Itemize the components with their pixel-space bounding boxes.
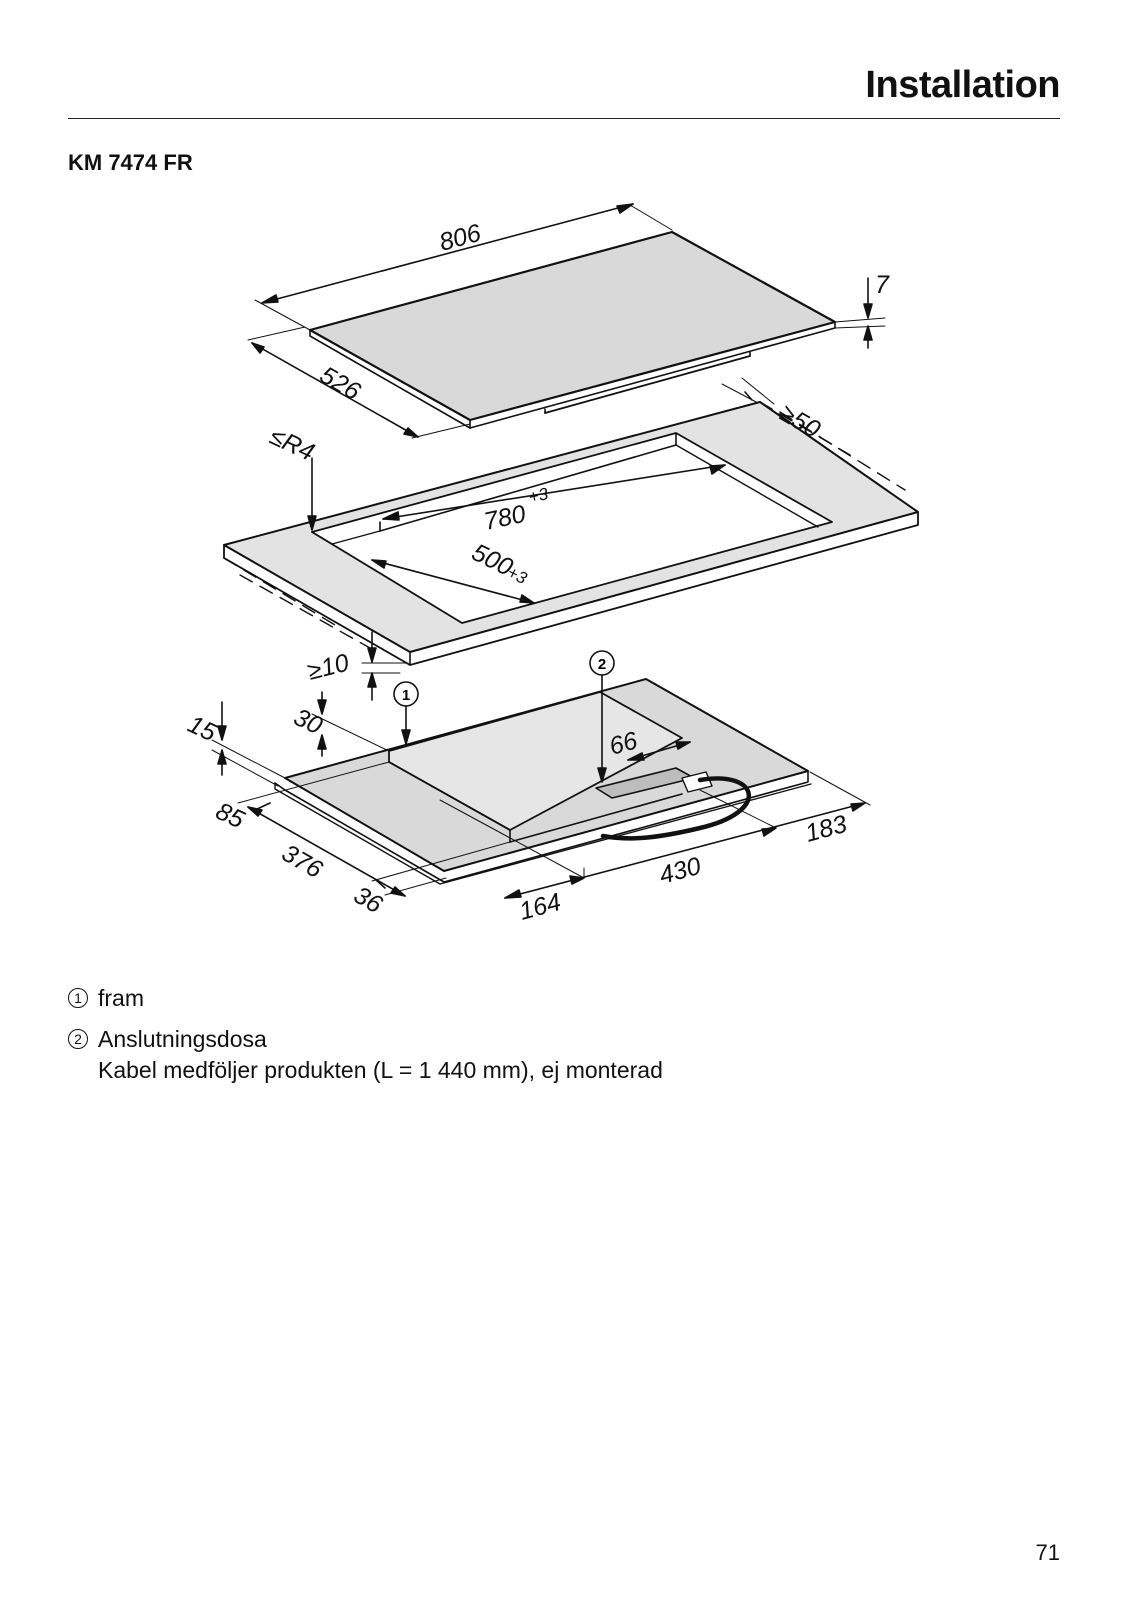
cooktop-glass xyxy=(308,230,837,429)
label-780-tol: +3 xyxy=(527,484,550,507)
callout-1-label: 1 xyxy=(402,687,410,704)
dim-164-430-183 xyxy=(439,771,871,899)
label-430: 430 xyxy=(656,852,704,890)
dim-50 xyxy=(721,377,791,423)
label-526: 526 xyxy=(315,361,365,406)
legend-item-1: 1 fram xyxy=(68,983,663,1014)
label-806: 806 xyxy=(436,219,484,257)
dim-r4 xyxy=(307,457,317,531)
dim-780 xyxy=(382,464,726,521)
dim-15 xyxy=(211,701,286,787)
header-divider xyxy=(68,118,1060,119)
dim-526 xyxy=(247,326,471,439)
dim-806 xyxy=(254,203,673,331)
label-10: ≥10 xyxy=(305,649,352,686)
dim-66 xyxy=(627,741,691,761)
callout-1 xyxy=(393,681,419,745)
dim-85-376-36 xyxy=(237,761,511,897)
countertop-dashed-edges xyxy=(223,401,906,649)
cable xyxy=(600,776,751,841)
callout-2 xyxy=(589,650,615,783)
label-376: 376 xyxy=(277,839,327,884)
label-7: 7 xyxy=(875,271,890,299)
hob-housing xyxy=(274,678,812,885)
page-number: 71 xyxy=(1035,1540,1060,1565)
dim-500 xyxy=(371,559,535,604)
callout-2-label: 2 xyxy=(598,656,606,673)
label-85: 85 xyxy=(211,797,248,834)
legend-item-2: 2 Anslutningsdosa Kabel medföljer produk… xyxy=(68,1024,663,1086)
dim-10 xyxy=(361,631,409,701)
label-r4: ≤R4 xyxy=(265,422,318,467)
countertop xyxy=(223,401,919,666)
legend-text-fram: fram xyxy=(98,985,144,1011)
legend: 1 fram 2 Anslutningsdosa Kabel medföljer… xyxy=(68,983,663,1096)
label-183: 183 xyxy=(802,810,850,848)
model-heading: KM 7474 FR xyxy=(68,150,193,175)
dim-30 xyxy=(311,691,390,757)
label-36: 36 xyxy=(349,881,387,919)
legend-number-2: 2 xyxy=(68,1029,88,1049)
legend-number-1: 1 xyxy=(68,988,88,1008)
installation-diagram: 1 2 806 526 7 ≤R4 ≥50 780 +3 500 +3 ≥10 … xyxy=(183,203,919,926)
legend-text-cable-note: Kabel medföljer produkten (L = 1 440 mm)… xyxy=(98,1057,663,1083)
legend-text-anslutningsdosa: Anslutningsdosa xyxy=(98,1026,267,1052)
section-title: Installation xyxy=(865,64,1060,106)
dim-7 xyxy=(834,277,886,349)
